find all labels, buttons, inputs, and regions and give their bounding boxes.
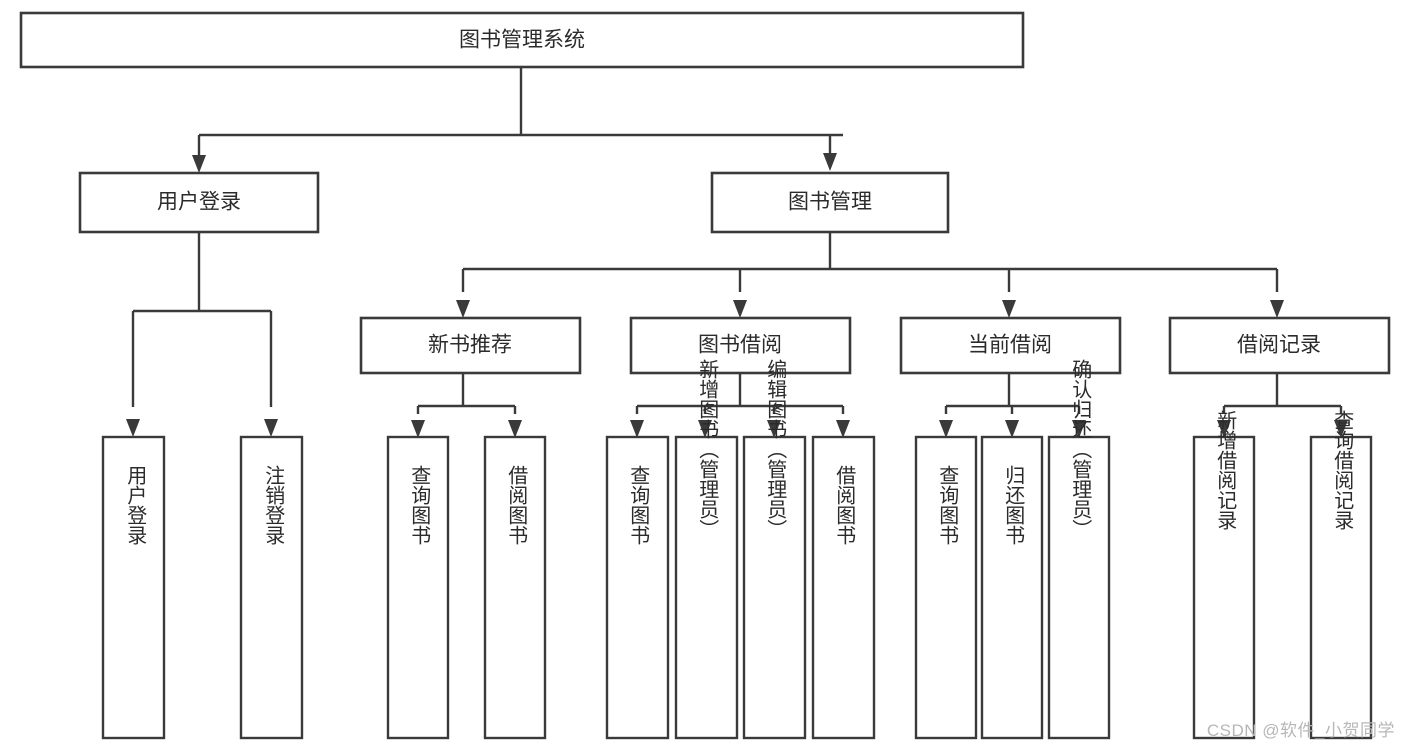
node-leaf-user-login-label: 用户登录: [124, 465, 147, 545]
arrowhead-book-borrow: [733, 300, 747, 318]
node-leaf-borrow-book-1[interactable]: 借阅图书: [483, 435, 547, 740]
connector-layer: [126, 67, 1348, 438]
arrowhead-leaf-user-login: [126, 419, 140, 437]
node-current-borrow-label: 当前借阅: [968, 334, 1052, 357]
node-leaf-query-book-1-box[interactable]: [386, 435, 450, 740]
node-book-borrow-label: 图书借阅: [698, 334, 782, 357]
node-leaf-confirm-return[interactable]: 确认归还（管理员）: [1047, 359, 1111, 740]
node-new-book-recommend[interactable]: 新书推荐: [359, 316, 582, 375]
arrowhead-borrow-record: [1270, 300, 1284, 318]
node-leaf-borrow-book-1-label: 借阅图书: [505, 465, 528, 545]
node-root-box[interactable]: [19, 11, 1025, 69]
node-leaf-query-book-1[interactable]: 查询图书: [386, 435, 450, 740]
csdn-watermark: CSDN @软件_小贺同学: [1206, 721, 1395, 740]
node-user-login-label: 用户登录: [157, 191, 241, 214]
node-new-book-recommend-box[interactable]: [359, 316, 582, 375]
node-leaf-borrow-book-2-label: 借阅图书: [833, 465, 856, 545]
node-leaf-query-record-label: 查询借阅记录: [1331, 410, 1354, 530]
node-leaf-query-book-1-label: 查询图书: [408, 465, 431, 545]
node-leaf-return-book-label: 归还图书: [1002, 465, 1025, 545]
node-leaf-add-book-label: 新增图书（管理员）: [696, 359, 719, 539]
node-leaf-borrow-book-2[interactable]: 借阅图书: [811, 435, 876, 740]
arrowhead-new-book-recommend: [456, 300, 470, 318]
node-current-borrow[interactable]: 当前借阅: [899, 316, 1122, 375]
node-root-label: 图书管理系统: [459, 29, 585, 52]
node-leaf-query-book-3[interactable]: 查询图书: [914, 435, 978, 740]
node-leaf-query-record-box[interactable]: [1309, 435, 1373, 740]
node-book-borrow-box[interactable]: [629, 316, 852, 375]
node-current-borrow-box[interactable]: [899, 316, 1122, 375]
node-leaf-user-login[interactable]: 用户登录: [101, 435, 166, 740]
node-leaf-add-book[interactable]: 新增图书（管理员）: [674, 359, 739, 740]
node-leaf-add-record-box[interactable]: [1192, 435, 1256, 740]
node-book-manage-box[interactable]: [710, 171, 950, 234]
node-leaf-borrow-book-2-box[interactable]: [811, 435, 876, 740]
node-leaf-add-book-box[interactable]: [674, 435, 739, 740]
arrowhead-book-manage: [823, 153, 837, 171]
arrowhead-leaf-return-book: [1005, 420, 1019, 438]
node-leaf-user-logout[interactable]: 注销登录: [239, 435, 304, 740]
node-borrow-record[interactable]: 借阅记录: [1168, 316, 1391, 375]
node-book-manage-label: 图书管理: [788, 191, 872, 214]
node-leaf-return-book-box[interactable]: [980, 435, 1044, 740]
arrowhead-leaf-borrow-book-2: [836, 420, 850, 438]
node-leaf-add-record[interactable]: 新增借阅记录: [1192, 410, 1256, 740]
arrowhead-leaf-query-book-2: [630, 420, 644, 438]
node-leaf-query-book-2[interactable]: 查询图书: [605, 435, 670, 740]
node-leaf-query-book-3-label: 查询图书: [936, 465, 959, 545]
node-user-login[interactable]: 用户登录: [78, 171, 320, 234]
node-leaf-edit-book-label: 编辑图书（管理员）: [764, 359, 787, 539]
node-root[interactable]: 图书管理系统: [19, 11, 1025, 69]
node-leaf-edit-book[interactable]: 编辑图书（管理员）: [742, 359, 807, 740]
node-leaf-user-login-box[interactable]: [101, 435, 166, 740]
node-book-borrow[interactable]: 图书借阅: [629, 316, 852, 375]
arrowhead-user-login: [192, 155, 206, 173]
arrowhead-leaf-user-logout: [264, 419, 278, 437]
node-leaf-query-book-3-box[interactable]: [914, 435, 978, 740]
node-leaf-user-logout-box[interactable]: [239, 435, 304, 740]
node-leaf-query-record[interactable]: 查询借阅记录: [1309, 410, 1373, 740]
node-borrow-record-box[interactable]: [1168, 316, 1391, 375]
node-leaf-return-book[interactable]: 归还图书: [980, 435, 1044, 740]
node-new-book-recommend-label: 新书推荐: [428, 334, 512, 357]
arrowhead-current-borrow: [1002, 300, 1016, 318]
node-leaf-query-book-2-label: 查询图书: [627, 465, 650, 545]
arrowhead-leaf-query-book-1: [411, 420, 425, 438]
node-book-manage[interactable]: 图书管理: [710, 171, 950, 234]
node-leaf-query-book-2-box[interactable]: [605, 435, 670, 740]
node-leaf-add-record-label: 新增借阅记录: [1214, 410, 1237, 530]
arrowhead-leaf-borrow-book-1: [508, 420, 522, 438]
node-borrow-record-label: 借阅记录: [1237, 334, 1321, 357]
node-user-login-box[interactable]: [78, 171, 320, 234]
node-leaf-confirm-return-label: 确认归还（管理员）: [1069, 359, 1092, 539]
node-leaf-edit-book-box[interactable]: [742, 435, 807, 740]
node-leaf-user-logout-label: 注销登录: [262, 465, 285, 545]
node-leaf-confirm-return-box[interactable]: [1047, 435, 1111, 740]
node-leaf-borrow-book-1-box[interactable]: [483, 435, 547, 740]
arrowhead-leaf-query-book-3: [939, 420, 953, 438]
